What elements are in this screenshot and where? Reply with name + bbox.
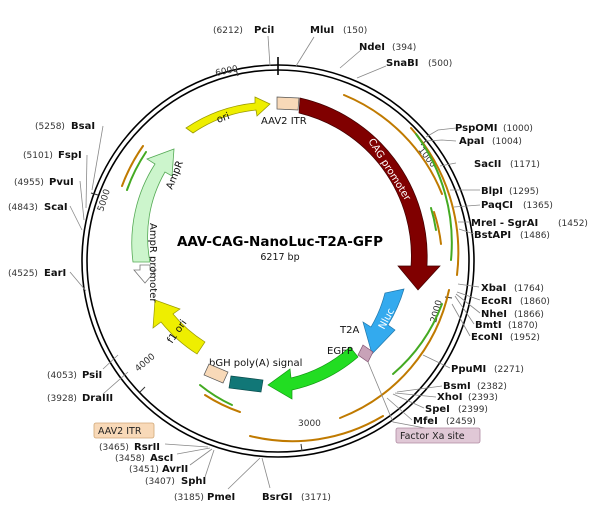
- feature-label-t2a: T2A: [339, 325, 359, 336]
- site-name-MluI[interactable]: MluI: [310, 25, 334, 36]
- site-name-FspI[interactable]: FspI: [58, 150, 82, 161]
- feature-label-egfp: EGFP: [327, 346, 353, 357]
- site-name-EcoRI[interactable]: EcoRI: [481, 296, 512, 307]
- aav2-itr-box-label: AAV2 ITR: [98, 426, 142, 437]
- site-name-SpeI[interactable]: SpeI: [425, 404, 450, 415]
- site-name-BsmI[interactable]: BsmI: [443, 381, 471, 392]
- site-pos-PciI: (6212): [213, 26, 243, 36]
- site-pos-BstAPI: (1486): [520, 231, 550, 241]
- site-name-AscI[interactable]: AscI: [150, 453, 173, 464]
- tick-label-5000: 5000: [96, 188, 113, 213]
- site-name-PpuMI[interactable]: PpuMI: [451, 364, 486, 375]
- site-name-NheI[interactable]: NheI: [481, 309, 507, 320]
- site-name-XbaI[interactable]: XbaI: [481, 283, 506, 294]
- site-name-PmeI[interactable]: PmeI: [207, 492, 235, 503]
- site-pos-SacII: (1171): [510, 160, 540, 170]
- site-pos-ApaI: (1004): [492, 137, 522, 147]
- site-pos-BsmI: (2382): [477, 382, 507, 392]
- tick-label-3000: 3000: [298, 419, 321, 429]
- site-pos-SphI: (3407): [145, 477, 175, 487]
- feature-egfp: [267, 346, 359, 400]
- feature-f1-ori: [152, 299, 206, 355]
- site-name-MfeI[interactable]: MfeI: [413, 416, 438, 427]
- site-pos-NheI: (1866): [514, 310, 544, 320]
- feature-bgh-polya: [228, 375, 264, 393]
- site-name-PaqCI[interactable]: PaqCI: [481, 200, 513, 211]
- plasmid-name: AAV-CAG-NanoLuc-T2A-GFP: [177, 234, 383, 250]
- site-name-PsiI[interactable]: PsiI: [82, 370, 102, 381]
- site-pos-SnaBI: (500): [428, 59, 452, 69]
- site-name-EarI[interactable]: EarI: [44, 268, 66, 279]
- feature-label-ori: ori: [215, 111, 231, 126]
- site-pos-PmeI: (3185): [174, 493, 204, 503]
- orf-arcs: [121, 94, 460, 443]
- site-pos-PspOMI: (1000): [503, 124, 533, 134]
- site-name-NdeI[interactable]: NdeI: [359, 42, 385, 53]
- feature-cag-promoter: [298, 97, 441, 291]
- site-pos-DraIII: (3928): [47, 394, 77, 404]
- site-name-BstAPI[interactable]: BstAPI: [474, 230, 511, 241]
- feature-label-cag-promoter: CAG promoter: [365, 137, 412, 204]
- site-pos-NdeI: (394): [392, 43, 416, 53]
- site-pos-PaqCI: (1365): [523, 201, 553, 211]
- site-pos-AvrII: (3451): [129, 465, 159, 475]
- site-pos-RsrII: (3465): [99, 443, 129, 453]
- site-name-SphI[interactable]: SphI: [181, 476, 206, 487]
- site-name-ApaI[interactable]: ApaI: [459, 136, 484, 147]
- site-name-EcoNI[interactable]: EcoNI: [471, 332, 503, 343]
- site-name-AvrII[interactable]: AvrII: [162, 464, 188, 475]
- site-pos-MreI: (1452): [558, 219, 588, 229]
- site-name-MreI[interactable]: MreI - SgrAI: [471, 218, 538, 229]
- site-pos-FspI: (5101): [23, 151, 53, 161]
- site-pos-BsrGI: (3171): [301, 493, 331, 503]
- site-pos-PsiI: (4053): [47, 371, 77, 381]
- site-pos-ScaI: (4843): [8, 203, 38, 213]
- site-name-XhoI[interactable]: XhoI: [437, 392, 462, 403]
- feature-ori: [185, 96, 271, 134]
- feature-label-ampr-promoter: AmpR promoter: [147, 223, 158, 303]
- feature-nluc: [362, 288, 405, 355]
- site-name-BsrGI[interactable]: BsrGI: [262, 492, 292, 503]
- site-pos-XhoI: (2393): [468, 393, 498, 403]
- feature-label-bgh-polya: bGH poly(A) signal: [209, 358, 302, 369]
- site-pos-PvuI: (4955): [14, 178, 44, 188]
- factor-xa-site-box: [395, 427, 481, 444]
- site-name-BlpI[interactable]: BlpI: [481, 186, 503, 197]
- site-name-BmtI[interactable]: BmtI: [475, 320, 502, 331]
- tick-label-4000: 4000: [134, 352, 158, 375]
- tick-label-6000: 6000: [215, 64, 240, 79]
- feature-aav2-itr-top: [276, 96, 300, 111]
- site-pos-BlpI: (1295): [509, 187, 539, 197]
- site-name-ScaI[interactable]: ScaI: [44, 202, 68, 213]
- site-pos-PpuMI: (2271): [494, 365, 524, 375]
- site-name-DraIII[interactable]: DraIII: [82, 393, 113, 404]
- aav2-itr-box: [93, 422, 155, 439]
- site-pos-BsaI: (5258): [35, 122, 65, 132]
- site-pos-SpeI: (2399): [458, 405, 488, 415]
- feature-ampr: [131, 148, 175, 263]
- site-name-BsaI[interactable]: BsaI: [71, 121, 95, 132]
- site-pos-MfeI: (2459): [446, 417, 476, 427]
- site-pos-AscI: (3458): [115, 454, 145, 464]
- site-leader-lines: [69, 35, 481, 490]
- site-name-PspOMI[interactable]: PspOMI: [455, 123, 497, 134]
- site-pos-EcoNI: (1952): [510, 333, 540, 343]
- feature-ampr-promoter: [133, 264, 157, 284]
- plasmid-size: 6217 bp: [260, 252, 299, 263]
- site-pos-BmtI: (1870): [508, 321, 538, 331]
- site-pos-EcoRI: (1860): [520, 297, 550, 307]
- factor-xa-site-label: Factor Xa site: [400, 431, 465, 442]
- feature-label-aav2-itr-top: AAV2 ITR: [261, 116, 307, 127]
- site-name-RsrII[interactable]: RsrII: [134, 442, 160, 453]
- site-pos-EarI: (4525): [8, 269, 38, 279]
- site-pos-MluI: (150): [343, 26, 367, 36]
- site-name-PvuI[interactable]: PvuI: [49, 177, 74, 188]
- site-name-SacII[interactable]: SacII: [474, 159, 501, 170]
- site-name-SnaBI[interactable]: SnaBI: [386, 58, 418, 69]
- feature-aav2-itr-bottom: [203, 363, 229, 384]
- site-name-PciI[interactable]: PciI: [254, 25, 274, 36]
- site-pos-XbaI: (1764): [514, 284, 544, 294]
